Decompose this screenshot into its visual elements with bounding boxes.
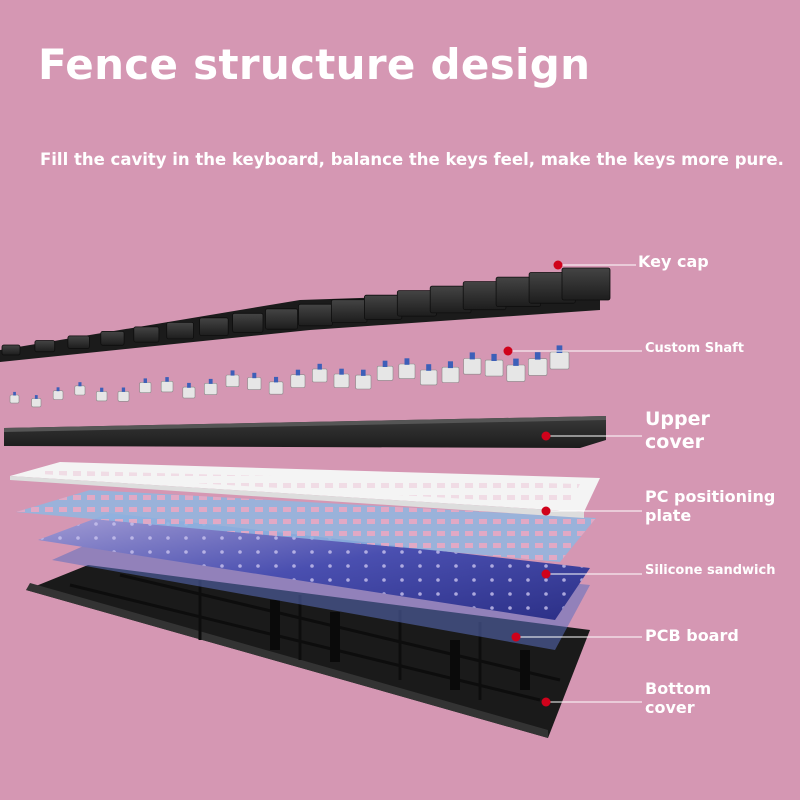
switch-stem [187,382,191,388]
switch-body [160,380,174,393]
switch-body [506,364,526,382]
switch-body [312,368,328,383]
switch-body [333,373,350,388]
label-pc-plate: PC positioning plate [645,487,776,526]
switch-stem [382,360,388,367]
page-title: Fence structure design [38,40,591,89]
switch-stem [317,363,322,370]
switch-body [376,365,394,381]
switch-stem [426,364,432,371]
bottom-cover-layer [26,565,590,738]
marker-silicone [541,569,551,579]
switch-stem [534,352,541,360]
switch-stem [447,361,453,369]
switch-stem [208,378,213,384]
switch-stem [252,372,257,379]
switch-body [52,390,64,400]
white-plate [10,462,600,518]
upper-cover-layer [4,416,606,448]
switch-body [484,359,504,377]
keycap [1,344,21,356]
callout-markers [503,260,563,707]
marker-upper [541,431,551,441]
switch-stem [556,345,563,353]
switch-body [9,394,20,404]
switch-body [549,351,570,370]
switch-stem [404,358,410,365]
switch-stem [100,387,104,392]
keycap [133,326,160,343]
marker-shaft [503,346,513,356]
label-pcb: PCB board [645,626,739,645]
switch-stem [34,395,38,399]
switch-body [441,366,460,383]
keycap [298,303,333,327]
positioning-plate-layer [16,490,596,562]
keycap [199,317,229,336]
keycap [232,312,264,333]
switch-body [117,391,130,402]
switch-stem [295,369,301,376]
switch-stem [513,358,519,366]
switch-stem [491,353,497,361]
switch-body [31,398,42,408]
switch-stem [361,369,366,376]
switch-body [420,369,438,386]
switch-stem [121,387,126,392]
switch-body [463,358,482,375]
switch-body [528,358,548,376]
label-upper-cover: Upper cover [645,408,710,453]
keycap [100,330,125,346]
switch-stem [339,368,344,375]
keycap [363,294,403,320]
marker-keycap [553,260,563,270]
switch-body [290,374,306,388]
switch-stem [56,387,60,392]
label-silicone: Silicone sandwich [645,563,776,578]
switch-body [268,381,284,395]
switch-body [182,386,196,399]
keycap [330,299,368,324]
switch-stem [469,352,475,360]
marker-pcplate [541,506,551,516]
switch-stem [143,378,147,383]
switch-body [355,374,372,390]
switch-stem [274,376,279,383]
label-keycap: Key cap [638,252,709,271]
keycap [67,335,90,349]
switch-stem [230,370,235,376]
switch-body [225,374,240,387]
pcb-layer [52,536,590,650]
switch-body [96,391,108,402]
label-shaft: Custom Shaft [645,341,745,356]
keycap [265,308,298,330]
switch-body [247,377,262,390]
keycap [166,321,194,340]
keycap-layer [0,267,611,362]
label-bottom-cover: Bottom cover [645,679,712,718]
switch-stem [13,391,16,396]
keycap [34,340,56,353]
switch-body [74,385,86,396]
keycap [561,267,611,301]
switch-body [398,363,416,379]
silicone-layer [38,513,590,620]
switch-body [139,382,152,393]
switch-layer [9,345,570,408]
page-subtitle: Fill the cavity in the keyboard, balance… [40,150,784,169]
switch-stem [165,377,169,382]
switch-stem [78,382,82,387]
callout-lines [510,264,642,703]
marker-bottom [541,697,551,707]
switch-body [204,382,218,395]
marker-pcb [511,632,521,642]
